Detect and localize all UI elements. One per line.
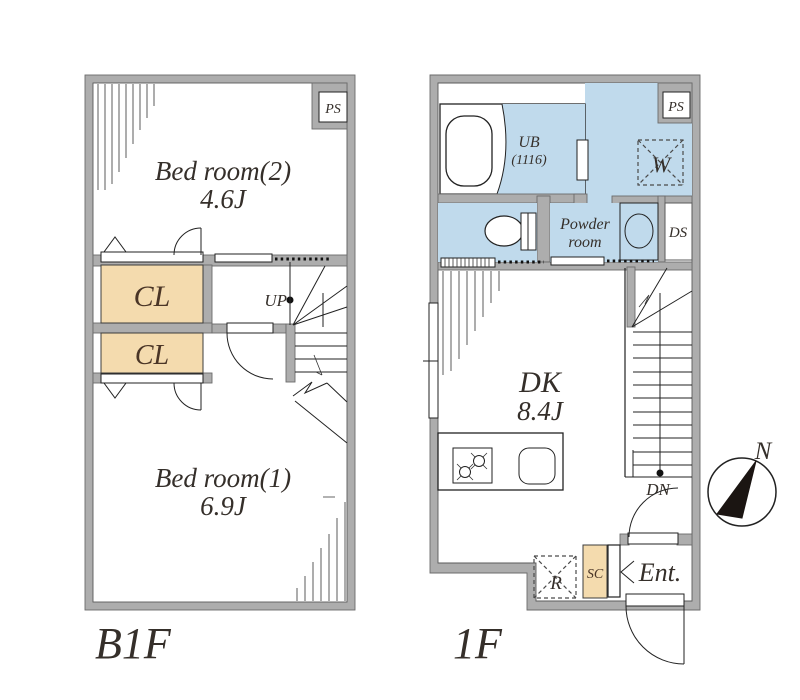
closet-upper-label: CL	[134, 280, 171, 313]
refrigerator-space: R	[533, 555, 577, 599]
bedroom1-area: 6.9J	[200, 491, 248, 521]
bedroom1-door	[173, 382, 202, 411]
bathtub-icon	[445, 115, 493, 187]
duct-space: DS	[664, 202, 693, 261]
vanity-counter	[619, 202, 659, 261]
straight-treads	[625, 331, 692, 478]
entrance-hall-door	[619, 487, 693, 546]
door-arc	[173, 227, 202, 256]
dk-name: DK	[518, 366, 563, 399]
entrance-chevron-icon	[620, 560, 635, 584]
unit-bath-size: (1116)	[511, 153, 547, 168]
door-arc	[173, 382, 202, 411]
refrigerator-label: R	[549, 573, 562, 594]
north-needle-icon	[716, 460, 757, 519]
shoe-closet	[582, 544, 608, 599]
row-wall-openings	[440, 256, 654, 268]
hall-sliding-door	[214, 253, 332, 263]
closet-upper-door	[100, 236, 204, 263]
f1-inner-walls	[437, 193, 693, 271]
toilet-room	[438, 203, 537, 262]
f1-floor-label: 1F	[453, 619, 503, 668]
compass: N	[707, 438, 777, 527]
closet-lower	[100, 332, 204, 374]
b1f-hatch-bottomright	[296, 496, 346, 601]
bedroom2-name: Bed room(2)	[155, 156, 291, 186]
bifold-door-icon	[103, 382, 127, 399]
burner-icon	[459, 466, 471, 478]
north-label: N	[754, 438, 773, 465]
shoe-closet-label: SC	[587, 567, 604, 582]
unit-bath: UB (1116)	[439, 103, 589, 195]
stair-tick	[638, 294, 650, 308]
b1f-plan: PS Bed room(2) 4.6J	[84, 74, 356, 668]
powder-room: Powder room	[550, 202, 659, 262]
kitchen-sink-icon	[518, 447, 556, 485]
toilet-icon	[484, 215, 524, 247]
f1-ps-label: PS	[667, 100, 684, 115]
f1-hatch-marks	[442, 271, 500, 375]
washer-label: W	[652, 152, 672, 177]
f1-pipe-space: PS	[657, 82, 693, 124]
f1-stairs: DN	[624, 266, 693, 499]
door-arc	[628, 487, 679, 538]
b1f-floor-label: B1F	[95, 619, 172, 668]
closet-upper	[100, 264, 204, 324]
closet-lower-label: CL	[135, 340, 169, 371]
left-window	[423, 302, 439, 419]
stairs-down-label: DN	[645, 480, 671, 499]
b1f-pipe-space: PS	[311, 82, 348, 130]
winder-treads	[292, 265, 348, 327]
washer-pan: W	[637, 139, 684, 186]
bath-door	[576, 139, 589, 181]
b1f-hatch-topleft	[97, 84, 155, 190]
kitchen-counter	[437, 432, 564, 491]
dk-area: 8.4J	[517, 396, 565, 426]
door-arc	[226, 332, 274, 380]
unit-bath-label: UB	[518, 134, 540, 151]
entrance-label: Ent.	[638, 558, 682, 587]
bedroom2-door	[173, 227, 202, 256]
door-arc	[625, 605, 685, 665]
stair-break-line	[292, 381, 348, 444]
powder-room-label2: room	[568, 234, 601, 251]
duct-space-label: DS	[668, 225, 688, 241]
bedroom1-name: Bed room(1)	[155, 463, 291, 493]
stair-tick	[313, 354, 323, 376]
burner-icon	[473, 455, 485, 467]
hall-door	[226, 322, 274, 380]
front-door	[625, 593, 685, 665]
b1f-stairs: UP	[264, 262, 348, 444]
straight-treads	[295, 332, 347, 373]
stove-icon	[452, 447, 493, 484]
entrance-step	[607, 544, 621, 598]
corridor-floor	[585, 190, 615, 205]
stairs-end-dot	[656, 469, 664, 477]
bifold-door-icon	[103, 236, 127, 253]
f1-plan: PS UB (1116) W	[423, 74, 701, 668]
bedroom2-area: 4.6J	[200, 184, 248, 214]
b1f-ps-label: PS	[324, 102, 341, 117]
sink-icon	[624, 213, 654, 249]
closet-lower-door	[100, 373, 204, 399]
entrance: Ent.	[607, 544, 682, 598]
winder-treads	[631, 267, 693, 328]
powder-room-label1: Powder	[559, 216, 611, 233]
stairs-up-label: UP	[264, 291, 287, 310]
